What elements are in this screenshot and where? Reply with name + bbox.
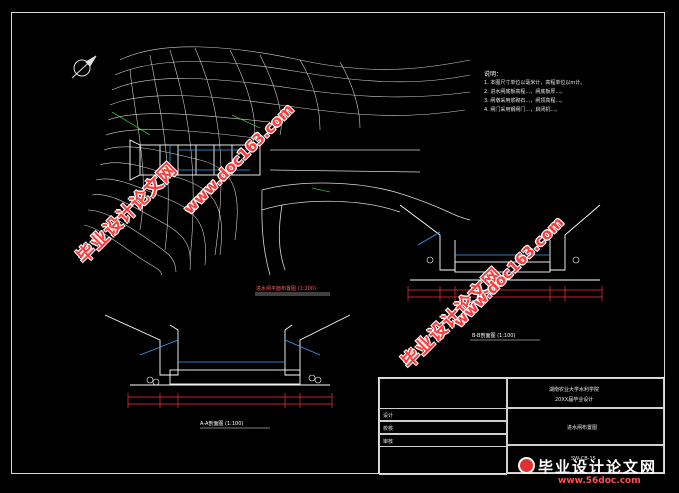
design-notes: 说明： 1. 本图尺寸单位以毫米计，高程单位以m计。 2. 进水闸底板高程…，闸… xyxy=(484,70,664,115)
section-a-caption: A-A剖面图 (1:100) xyxy=(200,421,244,427)
designer-label: 设计 xyxy=(383,413,394,419)
section-a-dimensions xyxy=(127,393,333,408)
canal-outline xyxy=(261,149,471,276)
note-line: 3. 闸墩采用浆砌石…，闸顶高程…。 xyxy=(484,98,566,104)
note-line: 2. 进水闸底板高程…，闸底板厚…。 xyxy=(484,89,566,95)
terrain-contours xyxy=(83,46,471,276)
logo-text: 毕业设计论文网 xyxy=(538,458,658,476)
drawing-frame xyxy=(11,12,665,474)
plan-caption: 进水闸平面布置图 (1:200) xyxy=(256,286,316,292)
section-b-caption: B-B剖面图 (1:100) xyxy=(472,333,516,339)
plan-green-leaders xyxy=(111,111,331,193)
section-a-a xyxy=(104,314,351,386)
section-a-water xyxy=(139,339,321,363)
logo-icon xyxy=(518,457,535,474)
note-line: 4. 闸门采用钢闸门…，启闭机…。 xyxy=(484,107,561,113)
project-name: 20XX届毕业设计 xyxy=(555,397,594,403)
north-arrow-icon xyxy=(71,55,97,79)
site-logo: 毕业设计论文网 www.56doc.com xyxy=(510,454,679,493)
school-name: 湖南农业大学水利学院 xyxy=(549,387,600,393)
stone-fill-icon xyxy=(146,256,580,386)
section-b-b xyxy=(399,204,601,281)
logo-url: www.56doc.com xyxy=(558,476,641,486)
drawing-number: SW-CB-15 xyxy=(571,456,596,462)
drawing-title: 进水闸布置图 xyxy=(567,425,598,431)
checker-label: 校核 xyxy=(383,426,394,432)
note-line: 1. 本图尺寸单位以毫米计，高程单位以m计。 xyxy=(484,80,586,86)
caption-underlines xyxy=(200,292,540,429)
reviewer-label: 审核 xyxy=(383,439,394,445)
notes-heading: 说明： xyxy=(484,71,503,78)
title-block: 湖南农业大学水利学院 20XX届毕业设计 设计 校核 审核 进水闸布置图 SW-… xyxy=(378,377,665,475)
section-b-water xyxy=(417,231,550,256)
sluice-plan-water xyxy=(169,145,250,175)
section-b-dimensions xyxy=(407,286,603,301)
